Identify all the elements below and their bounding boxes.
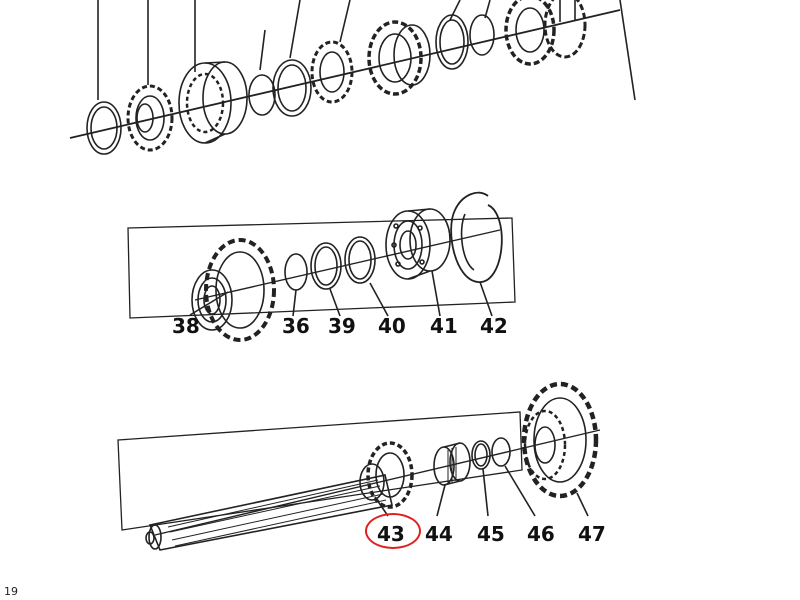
callout-40: 40 xyxy=(378,314,406,338)
top-gear-4 xyxy=(504,0,587,66)
middle-panel xyxy=(127,191,516,342)
top-synchro-hub xyxy=(178,61,248,144)
ring-40 xyxy=(344,236,376,284)
top-gear-1 xyxy=(126,84,174,152)
top-ring-1 xyxy=(86,101,122,155)
circlip-42 xyxy=(450,191,503,283)
gear-47 xyxy=(521,381,599,499)
shaft-43 xyxy=(145,441,414,551)
ring-39 xyxy=(310,242,342,290)
ring-45 xyxy=(471,440,491,470)
callout-42: 42 xyxy=(480,314,508,338)
top-ring-3 xyxy=(435,14,469,70)
bearing-41 xyxy=(385,208,451,280)
callout-36: 36 xyxy=(282,314,310,338)
top-gear-3 xyxy=(367,20,431,96)
callout-43: 43 xyxy=(377,522,405,546)
callout-45: 45 xyxy=(477,522,505,546)
ring-46 xyxy=(491,437,511,467)
callout-46: 46 xyxy=(527,522,555,546)
gear-38 xyxy=(191,238,276,342)
callout-39: 39 xyxy=(328,314,356,338)
callout-47: 47 xyxy=(578,522,606,546)
needle-bearing-44 xyxy=(433,442,471,486)
top-gear-2 xyxy=(310,40,354,104)
circlip-36 xyxy=(284,253,308,291)
highlight-circle xyxy=(365,513,421,549)
top-panel xyxy=(69,0,636,155)
callout-41: 41 xyxy=(430,314,458,338)
top-ring-2 xyxy=(272,59,312,117)
callout-38: 38 xyxy=(172,314,200,338)
callout-44: 44 xyxy=(425,522,453,546)
bottom-panel xyxy=(117,381,601,551)
top-circlip-2 xyxy=(469,14,495,56)
page-number: 19 xyxy=(4,585,18,598)
top-circlip xyxy=(248,74,276,116)
